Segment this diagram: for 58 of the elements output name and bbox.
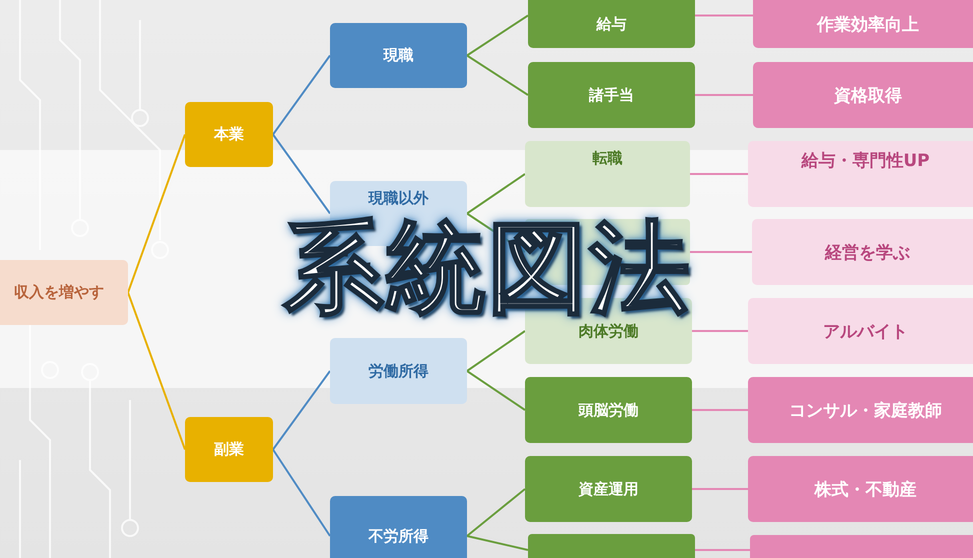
connector-line [466, 488, 526, 537]
connector-line [466, 330, 526, 372]
node-label: 不労所得 [368, 526, 428, 546]
tree-node-box [748, 298, 973, 364]
tree-node-box [330, 23, 467, 88]
connector-line [272, 370, 331, 450]
node-label: 資格取得 [834, 84, 902, 106]
connector-line [692, 488, 748, 490]
connector-line [466, 173, 526, 214]
node-label: 給与・専門性UP [801, 150, 930, 172]
tree-node-box [753, 0, 973, 48]
tree-node-box [0, 260, 128, 325]
node-label: アルバイト [823, 320, 908, 342]
node-label: 副業 [214, 440, 244, 459]
node-label: 転職 [592, 149, 622, 168]
node-label: 労働所得 [368, 362, 428, 380]
tree-node-box [525, 456, 692, 522]
tree-node-box [330, 496, 467, 558]
tree-node-box [330, 338, 467, 404]
node-label: 諸手当 [589, 86, 634, 104]
connector-line [690, 173, 748, 175]
node-label: 株式・不動産 [814, 478, 916, 500]
tree-node-box [752, 219, 973, 285]
connector-line [695, 94, 753, 96]
tree-node-box [748, 377, 973, 443]
connector-line [466, 370, 526, 411]
node-label: 肉体労働 [578, 322, 638, 340]
tree-node-box [528, 62, 695, 128]
connector-line [692, 409, 748, 411]
node-label: 本業 [214, 125, 244, 144]
connector-line [127, 134, 186, 293]
node-label: 頭脳労働 [578, 400, 638, 420]
connector-line [466, 535, 528, 551]
tree-node-box [528, 0, 695, 48]
connector-line [127, 292, 186, 450]
node-label: 資産運用 [578, 480, 638, 498]
tree-node-box [525, 377, 692, 443]
node-label: 現職 [384, 46, 414, 65]
node-label: 現職以外 [368, 189, 428, 208]
node-label: 給与 [596, 14, 626, 34]
connector-line [272, 448, 331, 537]
connector-line [466, 14, 529, 56]
title: 系統図法 [282, 218, 692, 318]
connector-line [466, 54, 529, 96]
tree-node-box [748, 141, 973, 207]
tree-node-box [185, 417, 273, 482]
connector-line [695, 14, 753, 16]
connector-line [695, 549, 750, 551]
node-label: 経営を学ぶ [825, 242, 910, 264]
node-label: コンサル・家庭教師 [789, 400, 942, 422]
tree-node-box [748, 456, 973, 522]
tree-node-box [753, 62, 973, 128]
node-label: 作業効率向上 [817, 14, 919, 36]
node-label: 収入を増やす [14, 283, 104, 302]
connector-line [692, 330, 748, 332]
tree-node-box [185, 102, 273, 167]
tree-node-box [525, 141, 690, 207]
connector-line [272, 54, 331, 136]
